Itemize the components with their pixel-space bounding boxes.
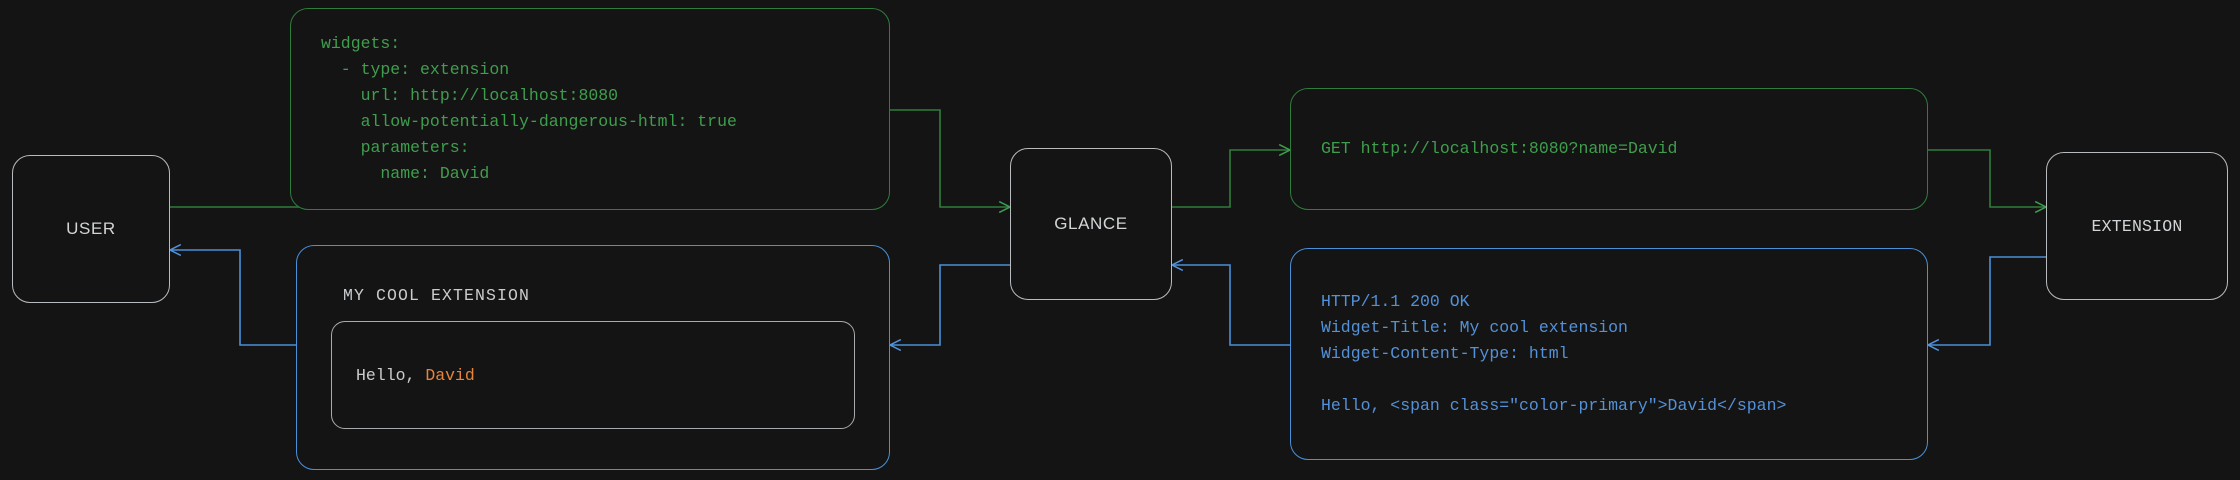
- node-user[interactable]: USER: [12, 155, 170, 303]
- http-request-code: GET http://localhost:8080?name=David: [1321, 138, 1678, 158]
- edge-extension-to-response: [1928, 256, 2046, 345]
- edge-glance-to-request: [1172, 150, 1290, 208]
- panel-widget-preview[interactable]: MY COOL EXTENSION Hello, David: [296, 245, 890, 470]
- widget-preview-title: MY COOL EXTENSION: [343, 286, 531, 305]
- edge-response-to-glance: [1172, 265, 1290, 346]
- widget-greeting-prefix: Hello,: [356, 365, 426, 385]
- panel-config-yaml[interactable]: widgets: - type: extension url: http://l…: [290, 8, 890, 210]
- widget-preview-body: Hello, David: [331, 321, 855, 429]
- widget-greeting-name: David: [425, 365, 475, 385]
- http-response-code: HTTP/1.1 200 OK Widget-Title: My cool ex…: [1321, 291, 1787, 416]
- panel-http-request[interactable]: GET http://localhost:8080?name=David: [1290, 88, 1928, 210]
- edge-config-to-glance: [890, 109, 1010, 207]
- node-glance[interactable]: GLANCE: [1010, 148, 1172, 300]
- config-yaml-code: widgets: - type: extension url: http://l…: [321, 33, 737, 184]
- node-user-label: USER: [66, 219, 116, 238]
- node-glance-label: GLANCE: [1054, 214, 1128, 233]
- edge-glance-to-widget: [890, 264, 1010, 345]
- edge-widget-to-user: [170, 250, 296, 346]
- node-extension-label: EXTENSION: [2091, 216, 2183, 236]
- panel-http-response[interactable]: HTTP/1.1 200 OK Widget-Title: My cool ex…: [1290, 248, 1928, 460]
- node-extension[interactable]: EXTENSION: [2046, 152, 2228, 300]
- edge-request-to-extension: [1928, 149, 2046, 207]
- widget-greeting: Hello, David: [356, 366, 475, 385]
